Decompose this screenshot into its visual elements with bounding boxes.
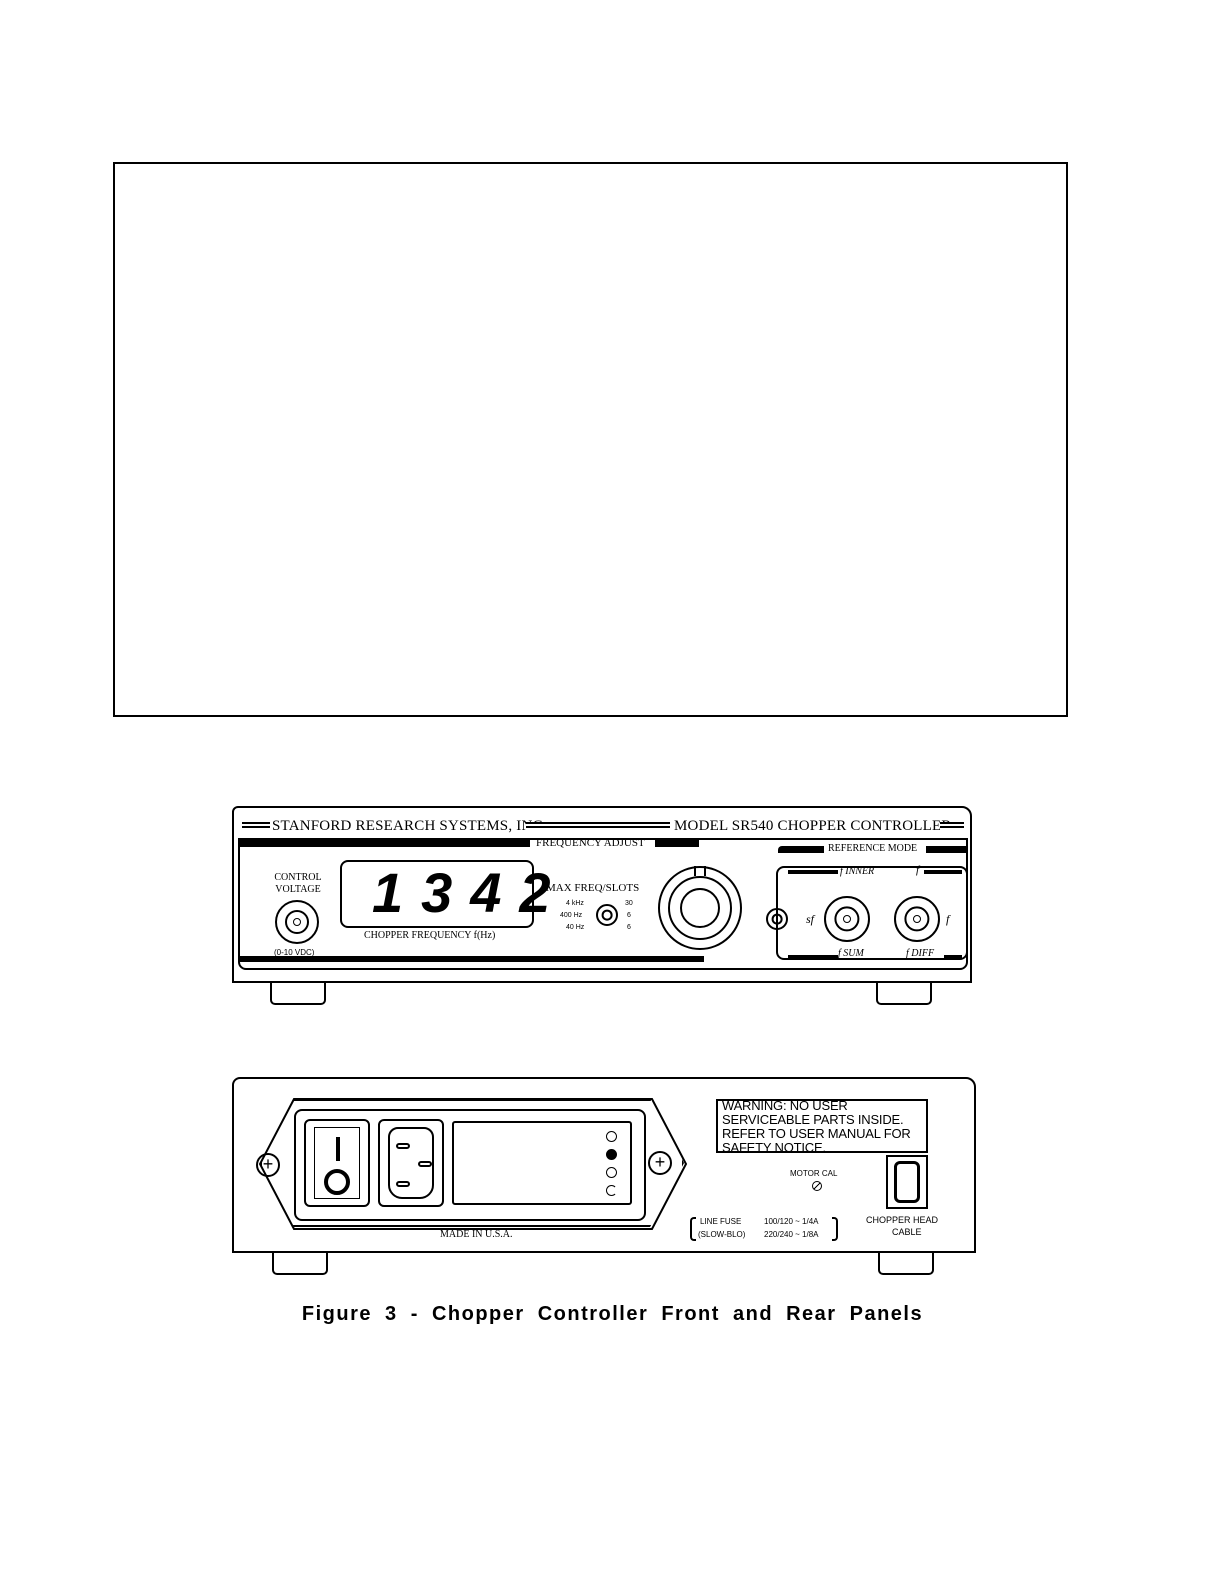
- voltage-indicator: [606, 1131, 617, 1142]
- power-off-icon: [324, 1169, 350, 1195]
- frequency-adjust-knob[interactable]: [658, 866, 742, 950]
- reference-mode-indicator-led: [766, 908, 788, 930]
- ref-arrow: [788, 955, 838, 959]
- front-left-foot: [270, 983, 326, 1005]
- warning-box: [716, 1099, 928, 1153]
- warning-line: SERVICEABLE PARTS INSIDE.: [722, 1112, 904, 1127]
- made-in-label: MADE IN U.S.A.: [440, 1229, 513, 1240]
- chopper-head-label: CHOPPER HEAD: [866, 1215, 939, 1225]
- control-label: CONTROL: [274, 872, 322, 883]
- left-mount-screw-icon: +: [256, 1153, 280, 1177]
- range-freq: 40 Hz: [566, 924, 585, 931]
- power-module-inner: [294, 1109, 646, 1221]
- voltage-label: VOLTAGE: [275, 884, 321, 895]
- figure-caption: Figure 3 - Chopper Controller Front and …: [301, 1303, 924, 1325]
- control-voltage-bnc-connector[interactable]: [275, 900, 319, 944]
- top-bar: [240, 840, 530, 847]
- power-on-icon: [336, 1137, 340, 1161]
- f-sum-label: f SUM: [838, 948, 864, 959]
- cable-label: CABLE: [892, 1227, 922, 1237]
- voltage-range-label: (0-10 VDC): [274, 948, 315, 957]
- reference-mode-label: REFERENCE MODE: [828, 843, 918, 854]
- top-bar: [655, 840, 699, 847]
- rear-panel: + + MADE IN U.S.A. WARNING: NO USER SERV…: [232, 1077, 976, 1253]
- header-stripe: [242, 822, 270, 830]
- voltage-selector-window: [452, 1121, 632, 1205]
- brand-name: STANFORD RESEARCH SYSTEMS, INC.: [272, 818, 547, 834]
- header-stripe: [940, 822, 964, 830]
- f-top-label: f: [916, 864, 920, 876]
- frequency-readout: 1342: [372, 861, 569, 924]
- ref-arrow: [944, 955, 962, 959]
- power-switch[interactable]: [304, 1119, 370, 1207]
- bottom-bar: [240, 956, 704, 962]
- voltage-indicator-selected: [606, 1149, 617, 1160]
- warning-line: WARNING: NO USER: [722, 1098, 848, 1113]
- line-fuse-label: LINE FUSE: [700, 1217, 742, 1226]
- blank-figure-frame: [113, 162, 1068, 717]
- model-name: MODEL SR540 CHOPPER CONTROLLER: [674, 818, 952, 834]
- front-panel-face: FREQUENCY ADJUST CONTROL VOLTAGE (0-10 V…: [238, 837, 968, 970]
- voltage-indicator: [606, 1185, 617, 1196]
- fuse-rating: 100/120 ~ 1/4A: [764, 1217, 819, 1226]
- ref-arrow: [788, 870, 838, 874]
- rear-left-foot: [272, 1253, 328, 1275]
- ref-bar: [926, 846, 966, 853]
- display-label: CHOPPER FREQUENCY f(Hz): [364, 930, 496, 941]
- range-slots: 6: [627, 912, 631, 919]
- slow-blo-label: (SLOW-BLO): [698, 1230, 746, 1239]
- fuse-rating: 220/240 ~ 1/8A: [764, 1230, 819, 1239]
- sf-label: sf: [806, 912, 815, 926]
- frequency-adjust-label: FREQUENCY ADJUST: [536, 837, 645, 849]
- range-selector-switch[interactable]: [596, 904, 618, 926]
- warning-line: SAFETY NOTICE.: [722, 1140, 826, 1155]
- fuse-bracket-left: [690, 1217, 696, 1241]
- motor-cal-trim-pot[interactable]: [812, 1181, 822, 1191]
- voltage-indicator: [606, 1167, 617, 1178]
- motor-cal-label: MOTOR CAL: [790, 1169, 838, 1178]
- f-diff-label: f DIFF: [906, 948, 935, 959]
- frequency-display: 1342: [340, 860, 551, 928]
- ref-bar: [778, 846, 824, 853]
- right-mount-screw-icon: +: [648, 1151, 672, 1175]
- max-freq-slots-label: MAX FREQ/SLOTS: [546, 882, 640, 894]
- ac-power-inlet[interactable]: [378, 1119, 444, 1207]
- range-slots: 6: [627, 924, 631, 931]
- f-right-label: f: [946, 912, 950, 926]
- range-freq: 4 kHz: [566, 900, 584, 907]
- header-stripe: [526, 822, 670, 830]
- reference-output-bnc-connector[interactable]: [824, 896, 870, 942]
- f-inner-label: f INNER: [840, 866, 875, 877]
- range-slots: 30: [625, 900, 633, 907]
- front-panel: STANFORD RESEARCH SYSTEMS, INC. MODEL SR…: [232, 806, 972, 983]
- fuse-bracket-right: [832, 1217, 838, 1241]
- front-right-foot: [876, 983, 932, 1005]
- rear-right-foot: [878, 1253, 934, 1275]
- chopper-head-cable-connector[interactable]: [886, 1155, 928, 1209]
- range-freq: 400 Hz: [560, 912, 583, 919]
- ref-arrow: [924, 870, 962, 874]
- reference-input-bnc-connector[interactable]: [894, 896, 940, 942]
- warning-line: REFER TO USER MANUAL FOR: [722, 1126, 911, 1141]
